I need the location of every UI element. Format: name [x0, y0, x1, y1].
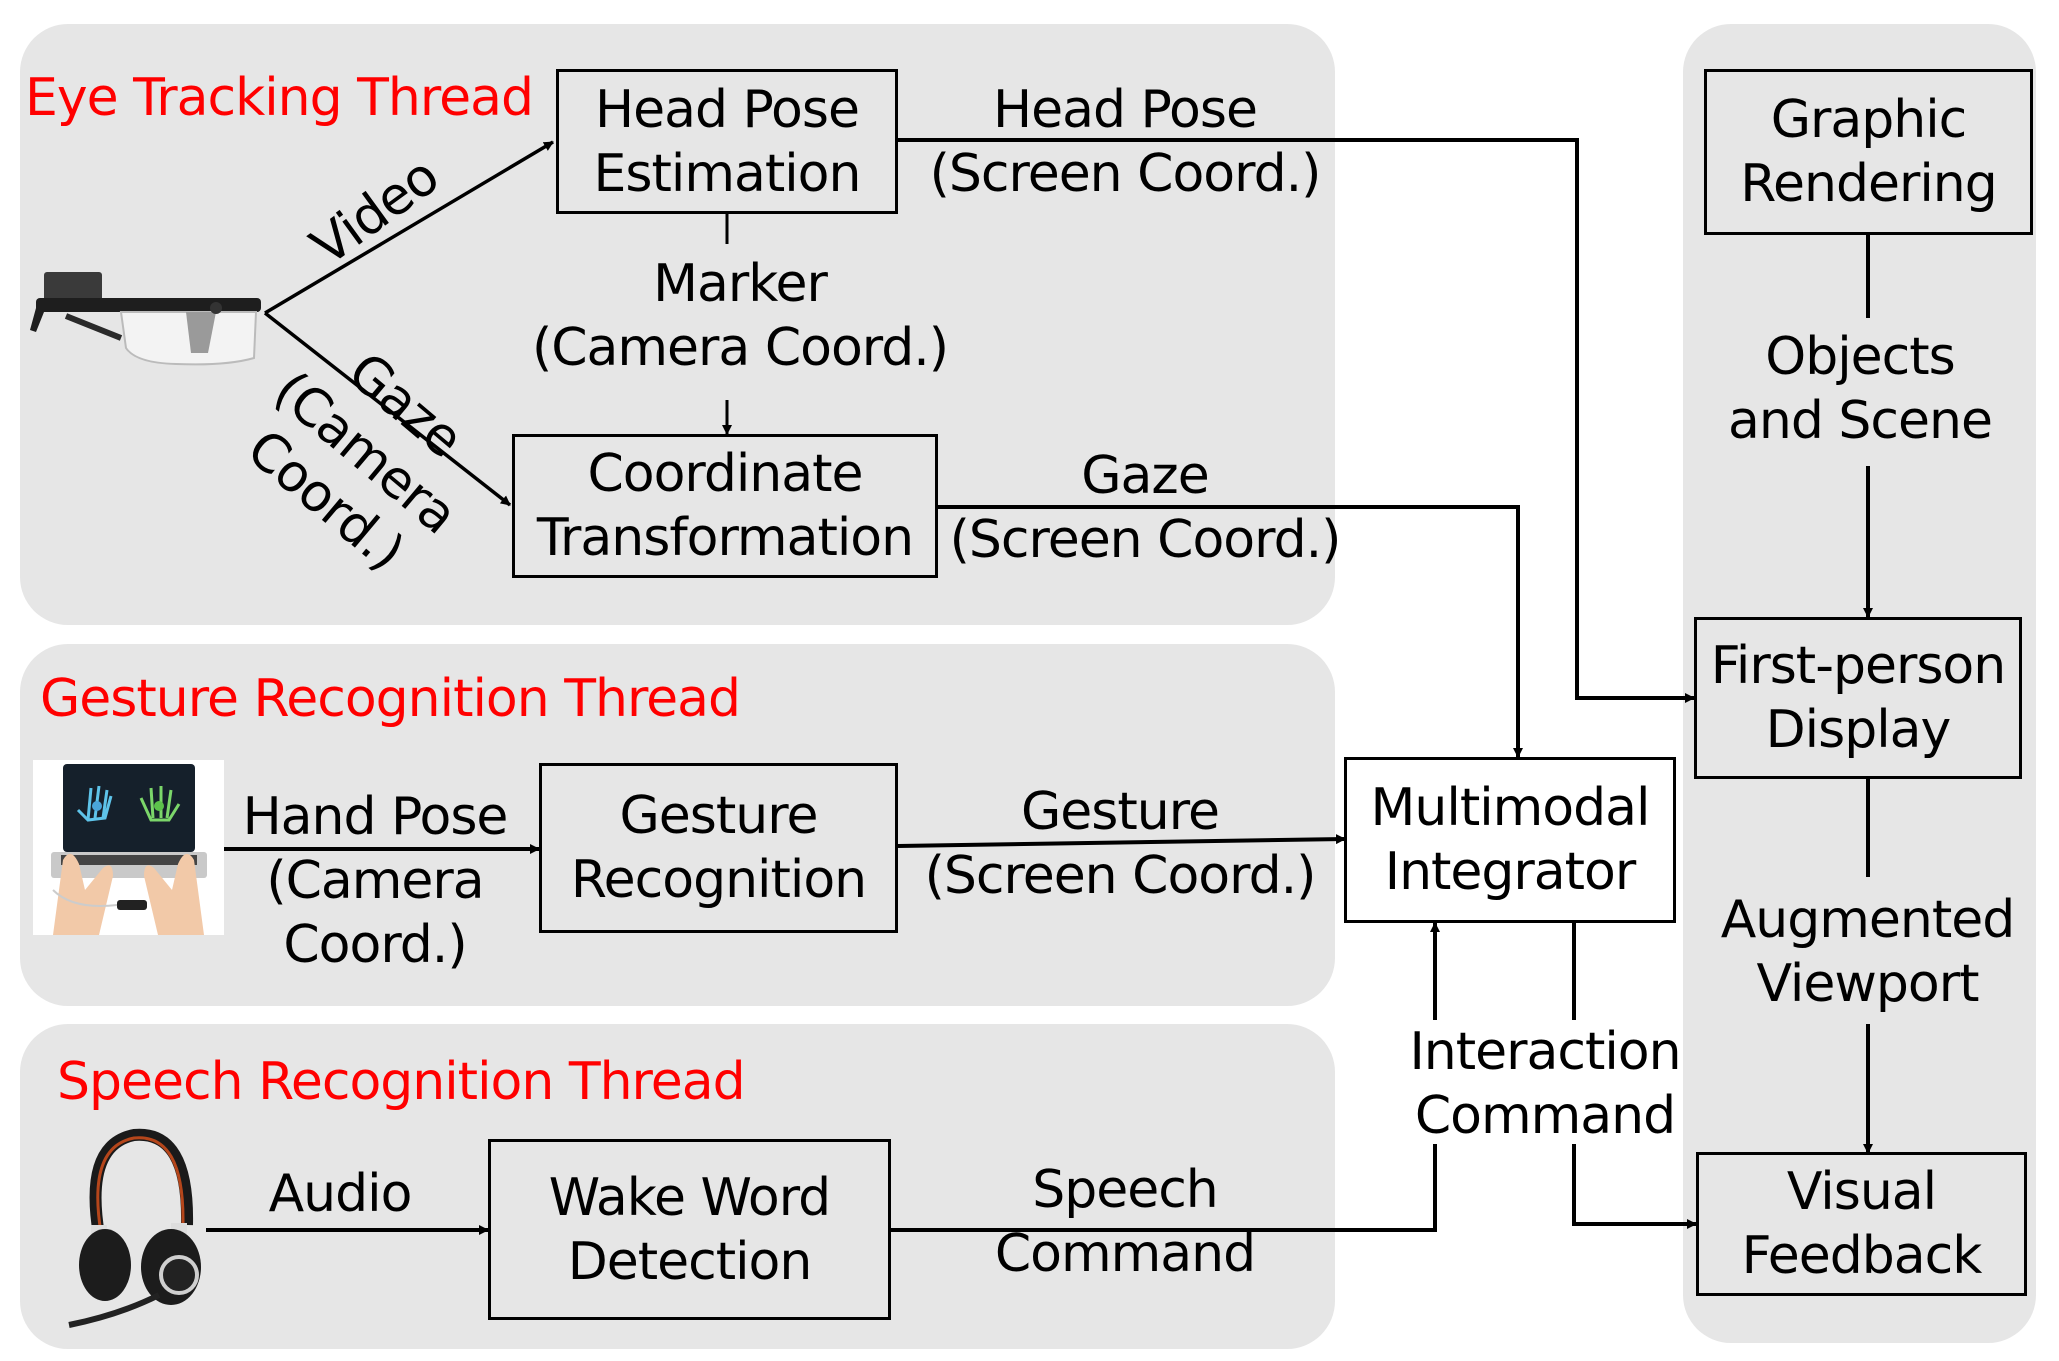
gesture-screen-label: Gesture (Screen Coord.) [924, 782, 1317, 906]
interaction-command-label: Interaction Command [1409, 1022, 1681, 1146]
headset-icon [68, 1128, 201, 1328]
marker-label: Marker (Camera Coord.) [531, 254, 949, 378]
laptop-hand-tracking-icon [33, 760, 224, 935]
speech-command-label: Speech Command [994, 1160, 1256, 1284]
speech-recognition-thread-title: Speech Recognition Thread [57, 1052, 746, 1112]
head-pose-screen-label: Head Pose (Screen Coord.) [929, 80, 1322, 204]
gesture-recognition-thread-title: Gesture Recognition Thread [40, 669, 741, 729]
head-pose-estimation-box: Head Pose Estimation [556, 69, 898, 214]
coordinate-transformation-box: Coordinate Transformation [512, 434, 938, 578]
objects-scene-label: Objects and Scene [1728, 327, 1993, 451]
interaction-command-arrow [1572, 1144, 1697, 1229]
eye-tracking-thread-title: Eye Tracking Thread [25, 68, 534, 128]
multimodal-integrator-box: Multimodal Integrator [1344, 757, 1676, 923]
augmented-viewport-label: Augmented Viewport [1720, 890, 2016, 1014]
audio-label: Audio [268, 1164, 413, 1224]
eye-tracking-glasses-icon [30, 272, 261, 366]
first-person-display-box: First-person Display [1694, 617, 2022, 779]
wake-word-detection-box: Wake Word Detection [488, 1139, 891, 1320]
visual-feedback-box: Visual Feedback [1696, 1152, 2027, 1296]
graphic-rendering-box: Graphic Rendering [1704, 69, 2033, 235]
gaze-screen-label: Gaze (Screen Coord.) [949, 446, 1342, 570]
output-panel [1683, 24, 2036, 1343]
hand-pose-label: Hand Pose (Camera Coord.) [242, 787, 509, 975]
gesture-recognition-box: Gesture Recognition [539, 763, 898, 933]
